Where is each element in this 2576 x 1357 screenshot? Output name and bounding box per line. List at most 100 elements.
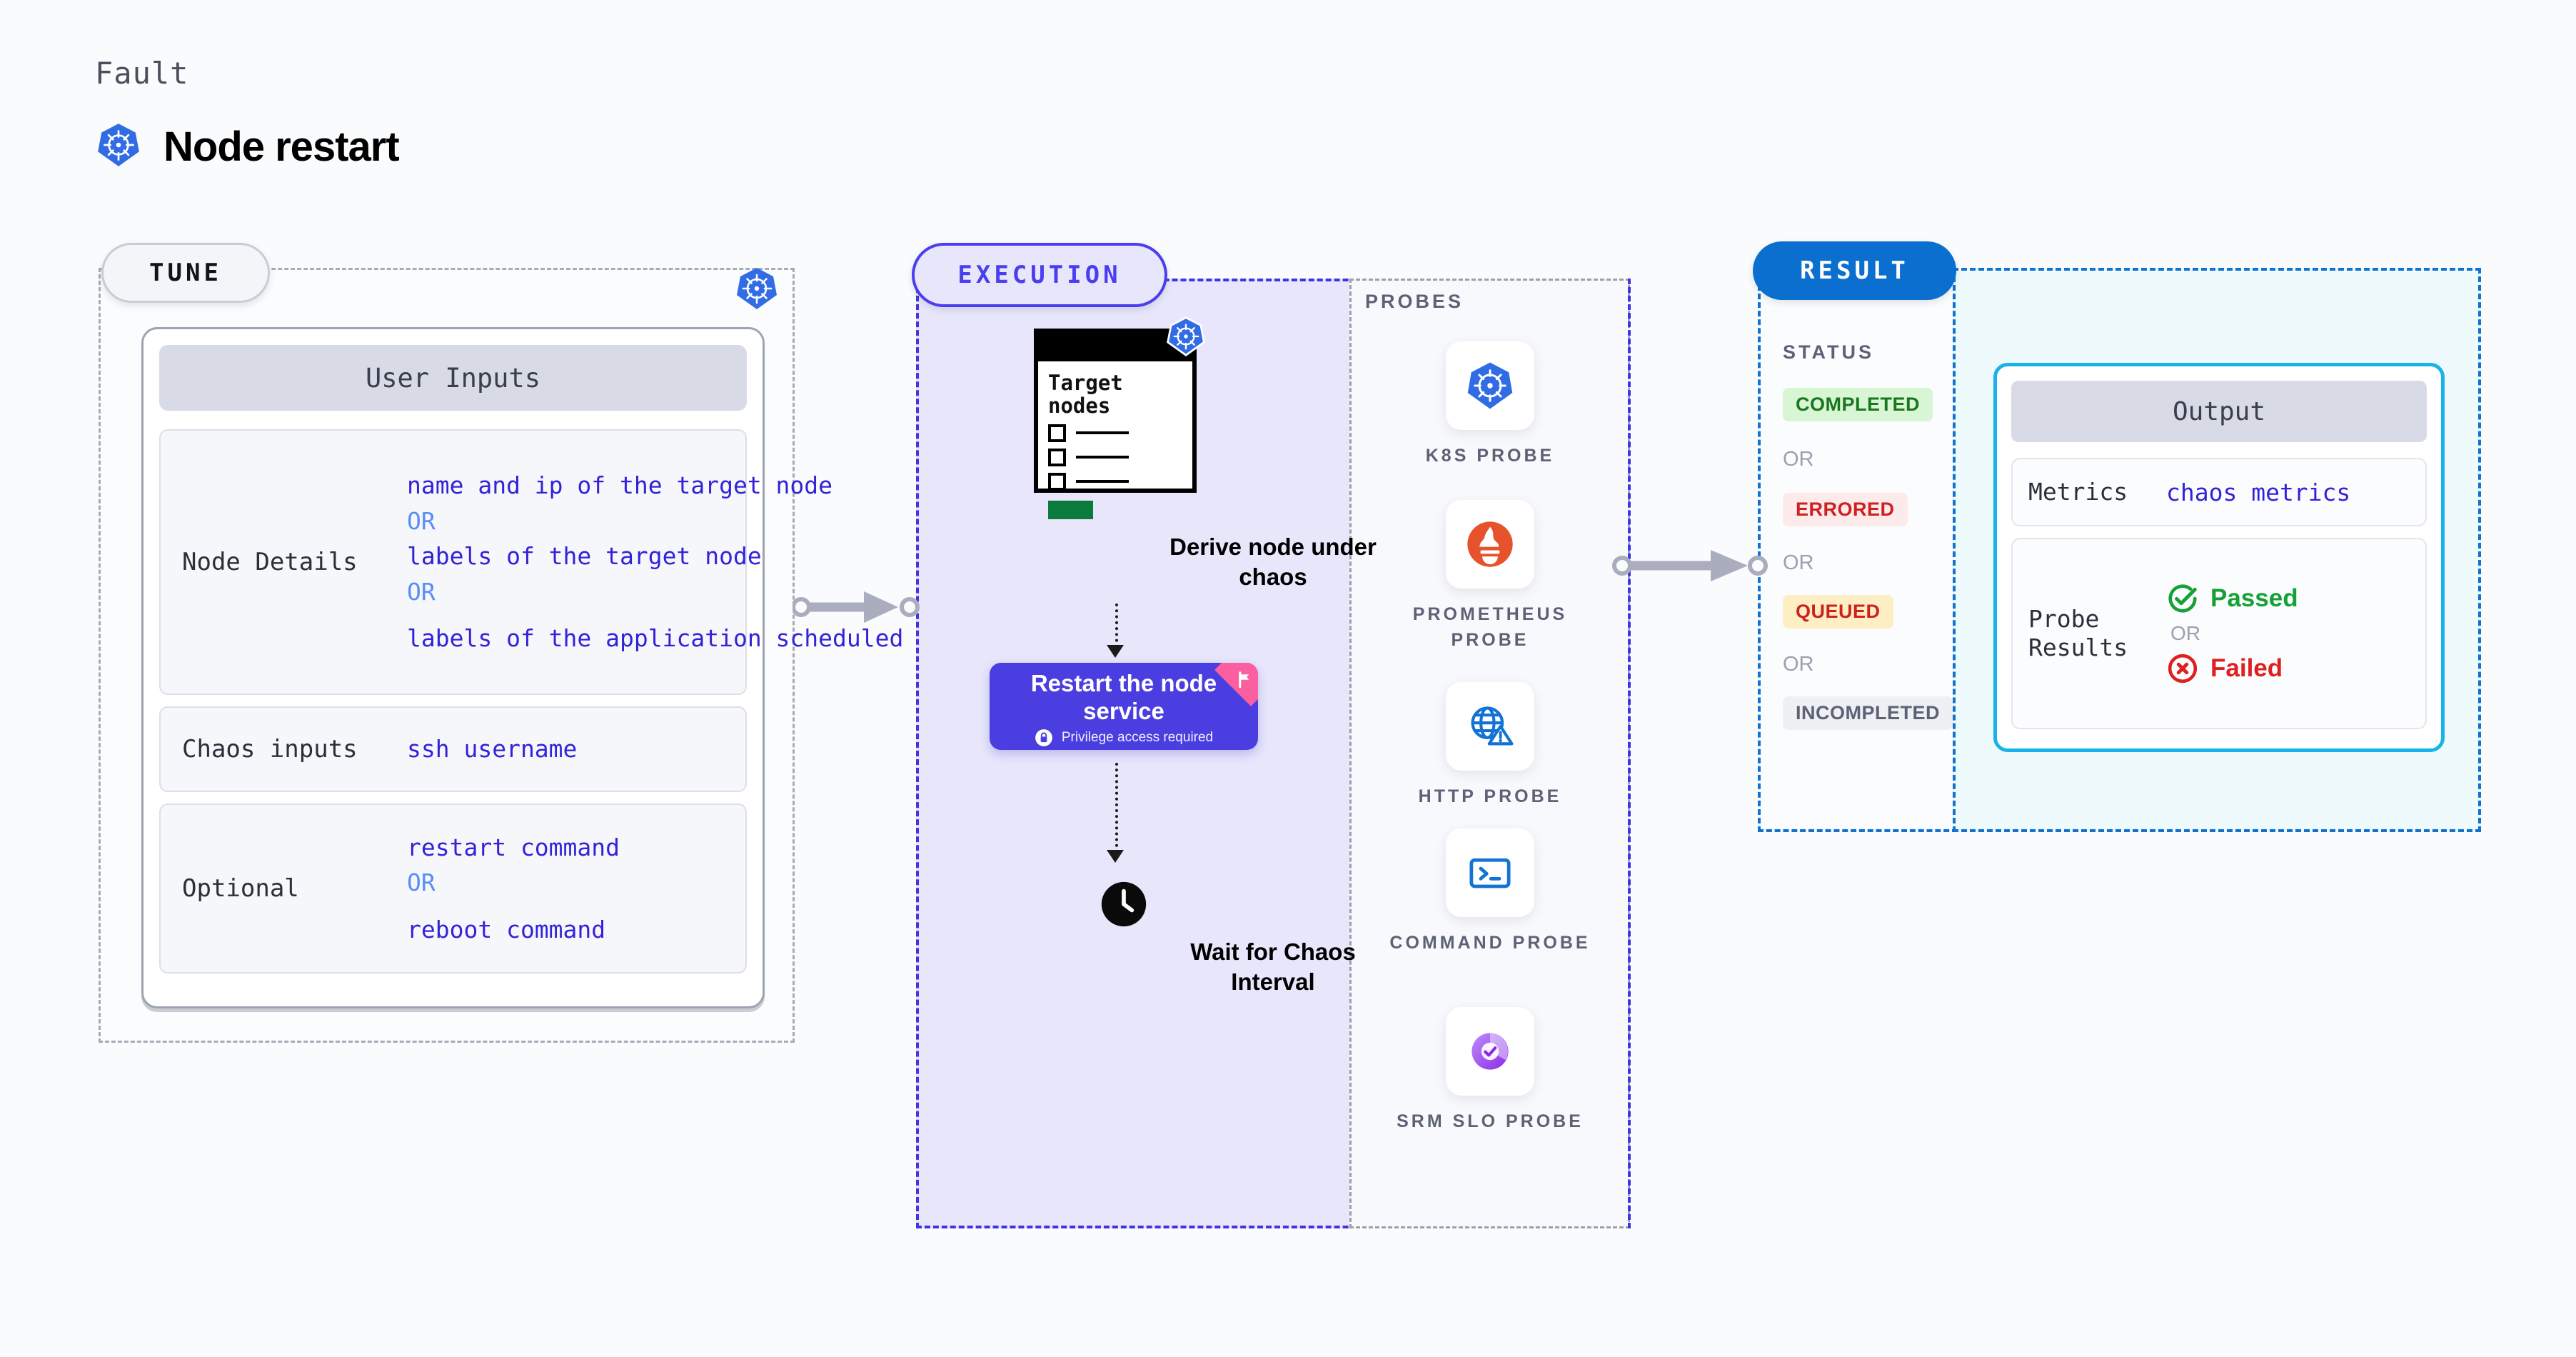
checkbox-icon: [1048, 424, 1066, 442]
page-title: Node restart: [163, 124, 400, 170]
kubernetes-icon: [1467, 362, 1513, 409]
probe-tile: [1446, 500, 1534, 589]
probe-tile: [1446, 682, 1534, 771]
target-nodes-title-line1: Target: [1048, 371, 1123, 395]
probe-result-or: OR: [2170, 622, 2200, 644]
flow-connector-dotted: [1115, 763, 1118, 853]
page-title-row: Node restart: [95, 121, 400, 172]
restart-node-service-action[interactable]: Restart the node service Privilege acces…: [990, 663, 1258, 750]
derive-node-label-line2: chaos: [1239, 564, 1307, 591]
x-circle-icon: [2168, 654, 2198, 683]
status-badge-label: QUEUED: [1796, 601, 1881, 622]
output-row-label: Metrics: [2028, 477, 2128, 506]
http-globe-warning-icon: [1471, 706, 1514, 746]
status-badge-label: ERRORED: [1796, 499, 1895, 520]
row-value: ssh username: [407, 735, 578, 763]
checkbox-icon: [1048, 448, 1066, 466]
probe-srm-slo[interactable]: SRM SLO PROBE: [1383, 1007, 1597, 1134]
kubernetes-icon: [1165, 316, 1207, 361]
list-item: [1048, 424, 1192, 442]
probe-result-passed: Passed: [2166, 582, 2298, 615]
probe-label: PROMETHEUS PROBE: [1412, 604, 1568, 651]
fault-kicker: Fault: [95, 56, 189, 91]
wait-chaos-interval-label: Wait for Chaos Interval: [916, 937, 1630, 997]
status-badge-completed: COMPLETED: [1783, 388, 1933, 421]
probe-http[interactable]: HTTP PROBE: [1383, 682, 1597, 809]
probe-k8s[interactable]: K8S PROBE: [1383, 341, 1597, 469]
output-row-label: Probe Results: [2013, 605, 2166, 663]
restart-action-title: Restart the node service: [990, 670, 1258, 726]
probes-title: PROBES: [1365, 291, 1464, 312]
selected-node-indicator: [1048, 500, 1093, 519]
check-circle-icon: [2168, 584, 2197, 613]
status-title: STATUS: [1783, 341, 1874, 363]
derive-node-label-line1: Derive node under: [1169, 534, 1377, 560]
flow-connector-dotted: [1115, 604, 1118, 648]
execution-pill-label: EXECUTION: [957, 261, 1122, 289]
status-or: OR: [1783, 448, 1814, 471]
probe-label: HTTP PROBE: [1418, 786, 1562, 806]
table-row: Chaos inputs ssh username: [159, 706, 747, 792]
srm-slo-icon: [1471, 1033, 1509, 1070]
output-card: Output Metrics chaos metrics Probe Resul…: [1993, 363, 2445, 752]
probe-label: K8S PROBE: [1425, 446, 1555, 466]
probe-passed-label: Passed: [2210, 584, 2298, 612]
row-values: ssh username: [407, 731, 577, 767]
probe-command[interactable]: COMMAND PROBE: [1383, 828, 1597, 956]
connector-execution-to-result: [1612, 544, 1776, 591]
probe-results-label-line2: Results: [2028, 634, 2128, 661]
privilege-note: Privilege access required: [1061, 729, 1214, 745]
table-row: Node Details name and ip of the target n…: [159, 429, 1116, 695]
lock-icon: [1035, 728, 1052, 746]
target-nodes-title-line2: nodes: [1048, 394, 1111, 419]
wait-label-line1: Wait for Chaos: [1190, 938, 1356, 965]
execution-panel-right-edge: [1628, 279, 1631, 1228]
probe-prometheus[interactable]: PROMETHEUS PROBE: [1383, 500, 1597, 654]
execution-pill[interactable]: EXECUTION: [912, 243, 1167, 307]
row-label: Node Details: [182, 547, 358, 576]
result-pill[interactable]: RESULT: [1753, 241, 1956, 300]
privilege-note-row: Privilege access required: [990, 728, 1258, 747]
tune-pill[interactable]: TUNE: [101, 243, 270, 303]
target-nodes-card: Target nodes: [1034, 329, 1197, 519]
list-line: [1076, 480, 1129, 484]
restart-action-line1: Restart the node: [1030, 670, 1217, 696]
output-row-probe-results: Probe Results Passed OR Failed: [2011, 538, 2427, 729]
user-inputs-title: User Inputs: [159, 345, 747, 411]
probe-result-failed: Failed: [2166, 652, 2298, 685]
list-item: [1048, 448, 1192, 466]
probe-tile: [1446, 1007, 1534, 1096]
row-or: OR: [407, 577, 436, 606]
checkbox-icon: [1048, 472, 1066, 491]
row-label: Optional: [182, 873, 299, 903]
status-badge-label: INCOMPLETED: [1796, 702, 1941, 723]
kubernetes-icon: [734, 266, 780, 315]
status-badge-errored: ERRORED: [1783, 493, 1908, 526]
result-status-panel: [1758, 268, 1958, 832]
restart-action-line2: service: [1083, 697, 1164, 724]
probe-tile: [1446, 341, 1534, 430]
result-pill-label: RESULT: [1800, 256, 1909, 285]
probe-label: COMMAND PROBE: [1389, 933, 1591, 953]
row-or: OR: [407, 506, 436, 535]
list-line: [1076, 456, 1129, 459]
tune-pill-label: TUNE: [149, 259, 222, 287]
status-badge-label: COMPLETED: [1796, 394, 1921, 415]
row-value: name and ip of the target node: [407, 471, 833, 500]
ribbon-inner-icon: [1239, 671, 1249, 688]
row-values: restart command OR reboot command: [407, 830, 620, 948]
probe-failed-label: Failed: [2210, 654, 2283, 682]
output-row-value: chaos metrics: [2166, 478, 2351, 506]
row-or: OR: [407, 868, 436, 897]
status-badge-incompleted: INCOMPLETED: [1783, 696, 1953, 730]
target-nodes-title: Target nodes: [1048, 371, 1192, 418]
output-title: Output: [2011, 381, 2427, 442]
probe-results-values: Passed OR Failed: [2166, 582, 2298, 685]
user-inputs-card: User Inputs Node Details name and ip of …: [141, 327, 1116, 1008]
status-badge-queued: QUEUED: [1783, 595, 1893, 629]
connector-tune-to-execution: [791, 586, 921, 632]
row-value: reboot command: [407, 915, 606, 943]
flow-arrow-icon: [1107, 645, 1124, 658]
probe-label: SRM SLO PROBE: [1397, 1111, 1584, 1131]
flow-arrow-icon: [1107, 850, 1124, 863]
